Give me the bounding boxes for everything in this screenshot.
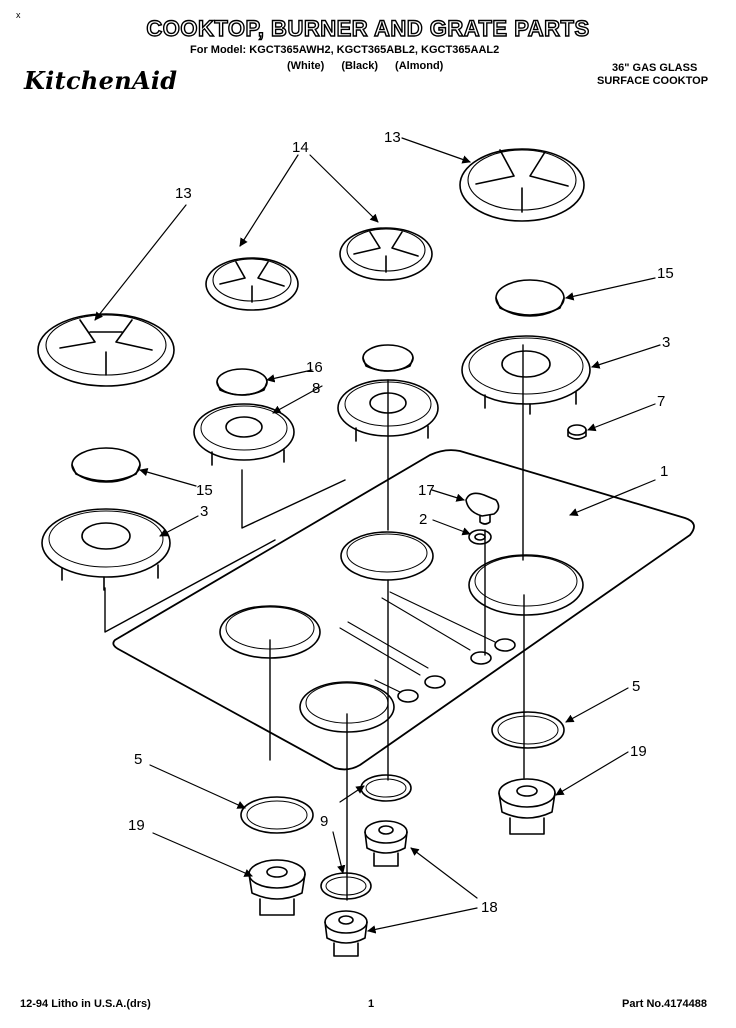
callout-5-right: 5 [632,678,640,695]
burner-cap-left [71,447,141,483]
burner-body-left [248,859,306,916]
grate-large-left [37,313,175,387]
callout-8: 8 [312,380,320,397]
model-colors: (White) (Black) (Almond) [287,60,444,72]
footer-print-info: 12-94 Litho in U.S.A.(drs) [20,998,151,1010]
callout-13-right: 13 [384,129,401,146]
callout-17: 17 [418,482,435,499]
alignment-lines [104,344,525,901]
burner-body-right [498,778,556,835]
footer-part-number: Part No.4174488 [622,998,707,1010]
callout-numbers: 14 13 13 15 3 7 16 8 1 17 2 15 3 5 5 19 … [128,129,674,916]
small-gasket-lower [320,872,372,900]
burner-gasket-left [240,796,314,834]
product-type-line-1: 36" GAS GLASS [612,62,698,74]
control-knob [465,492,500,525]
burner-base-center-left [193,403,295,466]
grate-small-center-right [339,227,433,281]
callout-3-left: 3 [200,503,208,520]
callout-19-right: 19 [630,743,647,760]
leader-lines [94,137,661,934]
product-type-line-2: SURFACE COOKTOP [597,75,709,87]
burner-cap-center-left [216,368,268,396]
callout-19-left: 19 [128,817,145,834]
small-gasket-upper [360,774,412,802]
burner-gasket-right [491,711,565,749]
callout-3-right: 3 [662,334,670,351]
callout-18: 18 [481,899,498,916]
callout-13-left: 13 [175,185,192,202]
grate-small-center-left [205,257,299,311]
burner-base-right [461,335,591,415]
knob-bezel [468,529,492,545]
callout-15-left: 15 [196,482,213,499]
model-numbers: For Model: KGCT365AWH2, KGCT365ABL2, KGC… [190,44,500,56]
callout-15-right: 15 [657,265,674,282]
corner-mark: x [16,10,21,20]
grate-large-right [459,148,585,222]
brand-logo: KitchenAid [24,66,178,95]
callout-16: 16 [306,359,323,376]
burner-cap-center-right [362,344,414,372]
spacer-nut [567,424,587,440]
burner-cap-right [495,279,565,317]
callout-14: 14 [292,139,309,156]
burner-body-small-upper [364,820,408,867]
footer-page-number: 1 [368,998,375,1010]
callout-2: 2 [419,511,427,528]
burner-base-left [41,508,171,591]
callout-5-left: 5 [134,751,142,768]
callout-9: 9 [320,813,328,830]
page-title: COOKTOP, BURNER AND GRATE PARTS [146,15,590,41]
callout-1: 1 [660,463,668,480]
burner-base-center-right [337,379,439,442]
burner-body-small-lower [324,910,368,957]
callout-7: 7 [657,393,665,410]
